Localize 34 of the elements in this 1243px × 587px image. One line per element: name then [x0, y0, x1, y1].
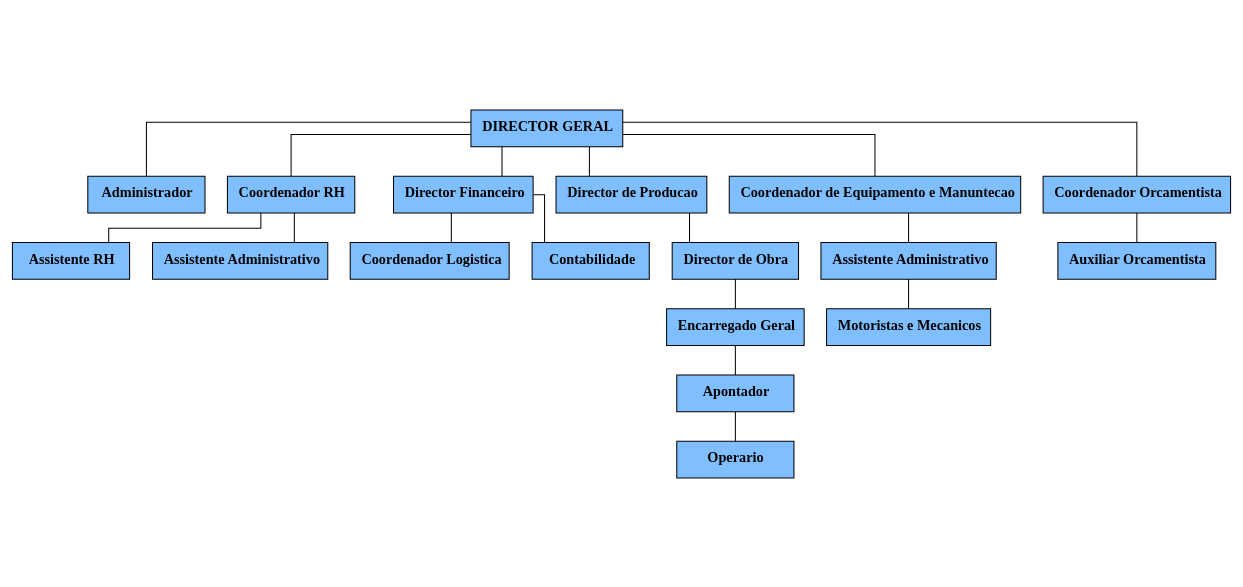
connector — [588, 145, 590, 177]
node-box: Director Financeiro — [393, 175, 534, 213]
node-box: DIRECTOR GERAL — [470, 109, 624, 147]
node-box: Encarregado Geral — [666, 307, 805, 346]
node-box: Director de Producao — [555, 175, 708, 213]
connector — [734, 278, 736, 309]
connector — [1136, 212, 1138, 243]
connector — [145, 121, 472, 177]
node-box: Director de Obra — [671, 241, 800, 280]
connector — [501, 145, 503, 177]
connector — [734, 410, 736, 442]
node-box: Assistente RH — [11, 241, 131, 280]
connector — [734, 344, 736, 375]
connector — [290, 133, 472, 177]
node-box: Coordenador RH — [226, 175, 356, 213]
node-box: Assistente Administrativo — [820, 241, 997, 280]
node-box: Contabilidade — [531, 241, 650, 280]
connector — [622, 121, 1138, 177]
node-box: Auxiliar Orcamentista — [1057, 241, 1217, 280]
connector — [293, 212, 295, 243]
node-box: Operario — [676, 440, 795, 478]
node-box: Motoristas e Mecanicos — [826, 307, 992, 346]
node-box: Administrador — [87, 175, 206, 213]
node-box: Apontador — [676, 374, 795, 412]
connector — [622, 133, 876, 177]
connector — [450, 212, 452, 243]
node-box: Coordenador de Equipamento e Manuntecao — [728, 175, 1022, 213]
connector — [532, 193, 546, 243]
node-box: Coordenador Logistica — [349, 241, 510, 280]
node-box: Coordenador Orcamentista — [1042, 175, 1232, 213]
connector — [908, 212, 910, 243]
node-box: Assistente Administrativo — [152, 241, 329, 280]
connector — [908, 278, 910, 309]
connector — [689, 212, 691, 243]
